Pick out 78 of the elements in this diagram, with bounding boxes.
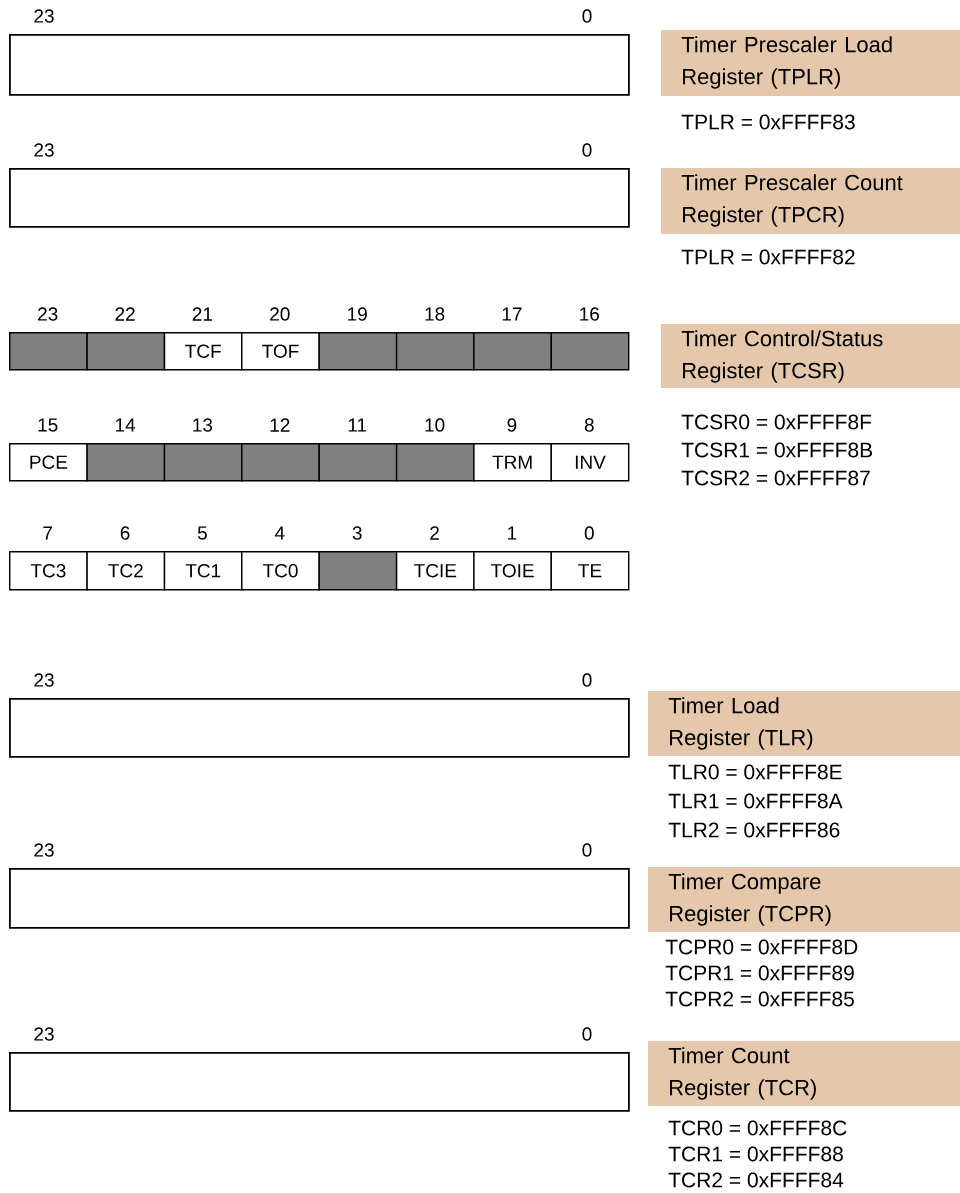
bit-cell: TOF	[241, 332, 320, 371]
bit-number: 7	[43, 526, 53, 540]
register-title-band: Timer Compare Register (TCPR)	[648, 867, 960, 932]
bit-number: 5	[197, 526, 207, 540]
bit-number: 12	[270, 418, 290, 432]
reserved-bit-cell	[395, 443, 475, 482]
bit-number: 20	[270, 307, 290, 321]
bit-cell: INV	[550, 443, 630, 482]
register-box	[9, 698, 630, 758]
bit-number: 23	[34, 143, 54, 157]
bit-number: 4	[274, 526, 285, 540]
register-box	[9, 34, 630, 96]
register-title-band: Timer Control/Status Register (TCSR)	[661, 324, 960, 388]
bit-number: 16	[580, 307, 599, 321]
register-box	[9, 168, 630, 228]
reserved-bit-cell	[241, 443, 320, 482]
bit-number: 15	[38, 418, 58, 432]
bit-number: 0	[582, 1027, 592, 1041]
address-text: TLR0 = 0xFFFF8E	[668, 764, 842, 780]
bit-number: 0	[582, 143, 592, 157]
bit-cell: TC2	[86, 551, 166, 591]
address-text: TCR2 = 0xFFFF84	[668, 1172, 844, 1188]
bit-number: 11	[348, 418, 367, 432]
address-text: TCSR0 = 0xFFFF8F	[681, 414, 872, 430]
bit-number: 17	[502, 307, 522, 321]
reserved-bit-cell	[395, 332, 475, 371]
reserved-bit-cell	[318, 443, 398, 482]
bit-cell: TC3	[9, 551, 88, 591]
bit-number: 6	[120, 526, 130, 540]
reserved-bit-cell	[163, 443, 243, 482]
bit-number: 9	[507, 418, 517, 432]
address-text: TCPR2 = 0xFFFF85	[665, 991, 854, 1007]
address-text: TCR1 = 0xFFFF88	[668, 1146, 843, 1162]
bit-number: 19	[348, 307, 367, 321]
address-text: TCR0 = 0xFFFF8C	[668, 1120, 847, 1136]
bit-number: 8	[584, 418, 594, 432]
bit-cell: TC1	[163, 551, 243, 591]
bit-number: 18	[425, 307, 445, 321]
reserved-bit-cell	[9, 332, 88, 371]
bit-number: 0	[584, 526, 594, 540]
bit-number: 2	[430, 526, 439, 540]
bit-number: 0	[582, 843, 592, 857]
bit-number: 23	[38, 307, 58, 321]
reserved-bit-cell	[318, 551, 398, 591]
address-text: TLR1 = 0xFFFF8A	[668, 793, 843, 809]
address-text: TCSR1 = 0xFFFF8B	[681, 442, 872, 458]
register-title-band: Timer Load Register (TLR)	[648, 691, 960, 756]
register-title-band: Timer Prescaler Count Register (TPCR)	[661, 168, 960, 234]
bit-number: 1	[508, 526, 517, 540]
reserved-bit-cell	[550, 332, 630, 371]
reserved-bit-cell	[473, 332, 552, 371]
bit-number: 14	[116, 418, 136, 432]
address-text: TPLR = 0xFFFF83	[681, 114, 855, 130]
reserved-bit-cell	[86, 332, 166, 371]
address-text: TCPR1 = 0xFFFF89	[665, 965, 854, 981]
reserved-bit-cell	[86, 443, 166, 482]
bit-cell: TRM	[473, 443, 552, 482]
register-title-band: Timer Count Register (TCR)	[648, 1041, 960, 1106]
register-box	[9, 868, 630, 929]
bit-number: 10	[425, 418, 445, 432]
bit-cell: TCIE	[395, 551, 475, 591]
bit-number: 22	[115, 307, 135, 321]
bit-number: 21	[192, 307, 213, 321]
address-text: TLR2 = 0xFFFF86	[668, 822, 840, 838]
bit-cell: TOIE	[473, 551, 552, 591]
address-text: TCSR2 = 0xFFFF87	[681, 470, 870, 486]
register-title-band: Timer Prescaler Load Register (TPLR)	[661, 30, 960, 96]
register-box	[9, 1052, 630, 1112]
bit-number: 13	[193, 418, 213, 432]
reserved-bit-cell	[318, 332, 398, 371]
address-text: TCPR0 = 0xFFFF8D	[665, 939, 858, 955]
bit-cell: TE	[550, 551, 630, 591]
bit-number: 0	[582, 673, 592, 687]
bit-cell: PCE	[9, 443, 88, 482]
bit-number: 3	[352, 526, 362, 540]
bit-cell: TC0	[241, 551, 320, 591]
address-text: TPLR = 0xFFFF82	[681, 249, 855, 265]
bit-cell: TCF	[163, 332, 243, 371]
